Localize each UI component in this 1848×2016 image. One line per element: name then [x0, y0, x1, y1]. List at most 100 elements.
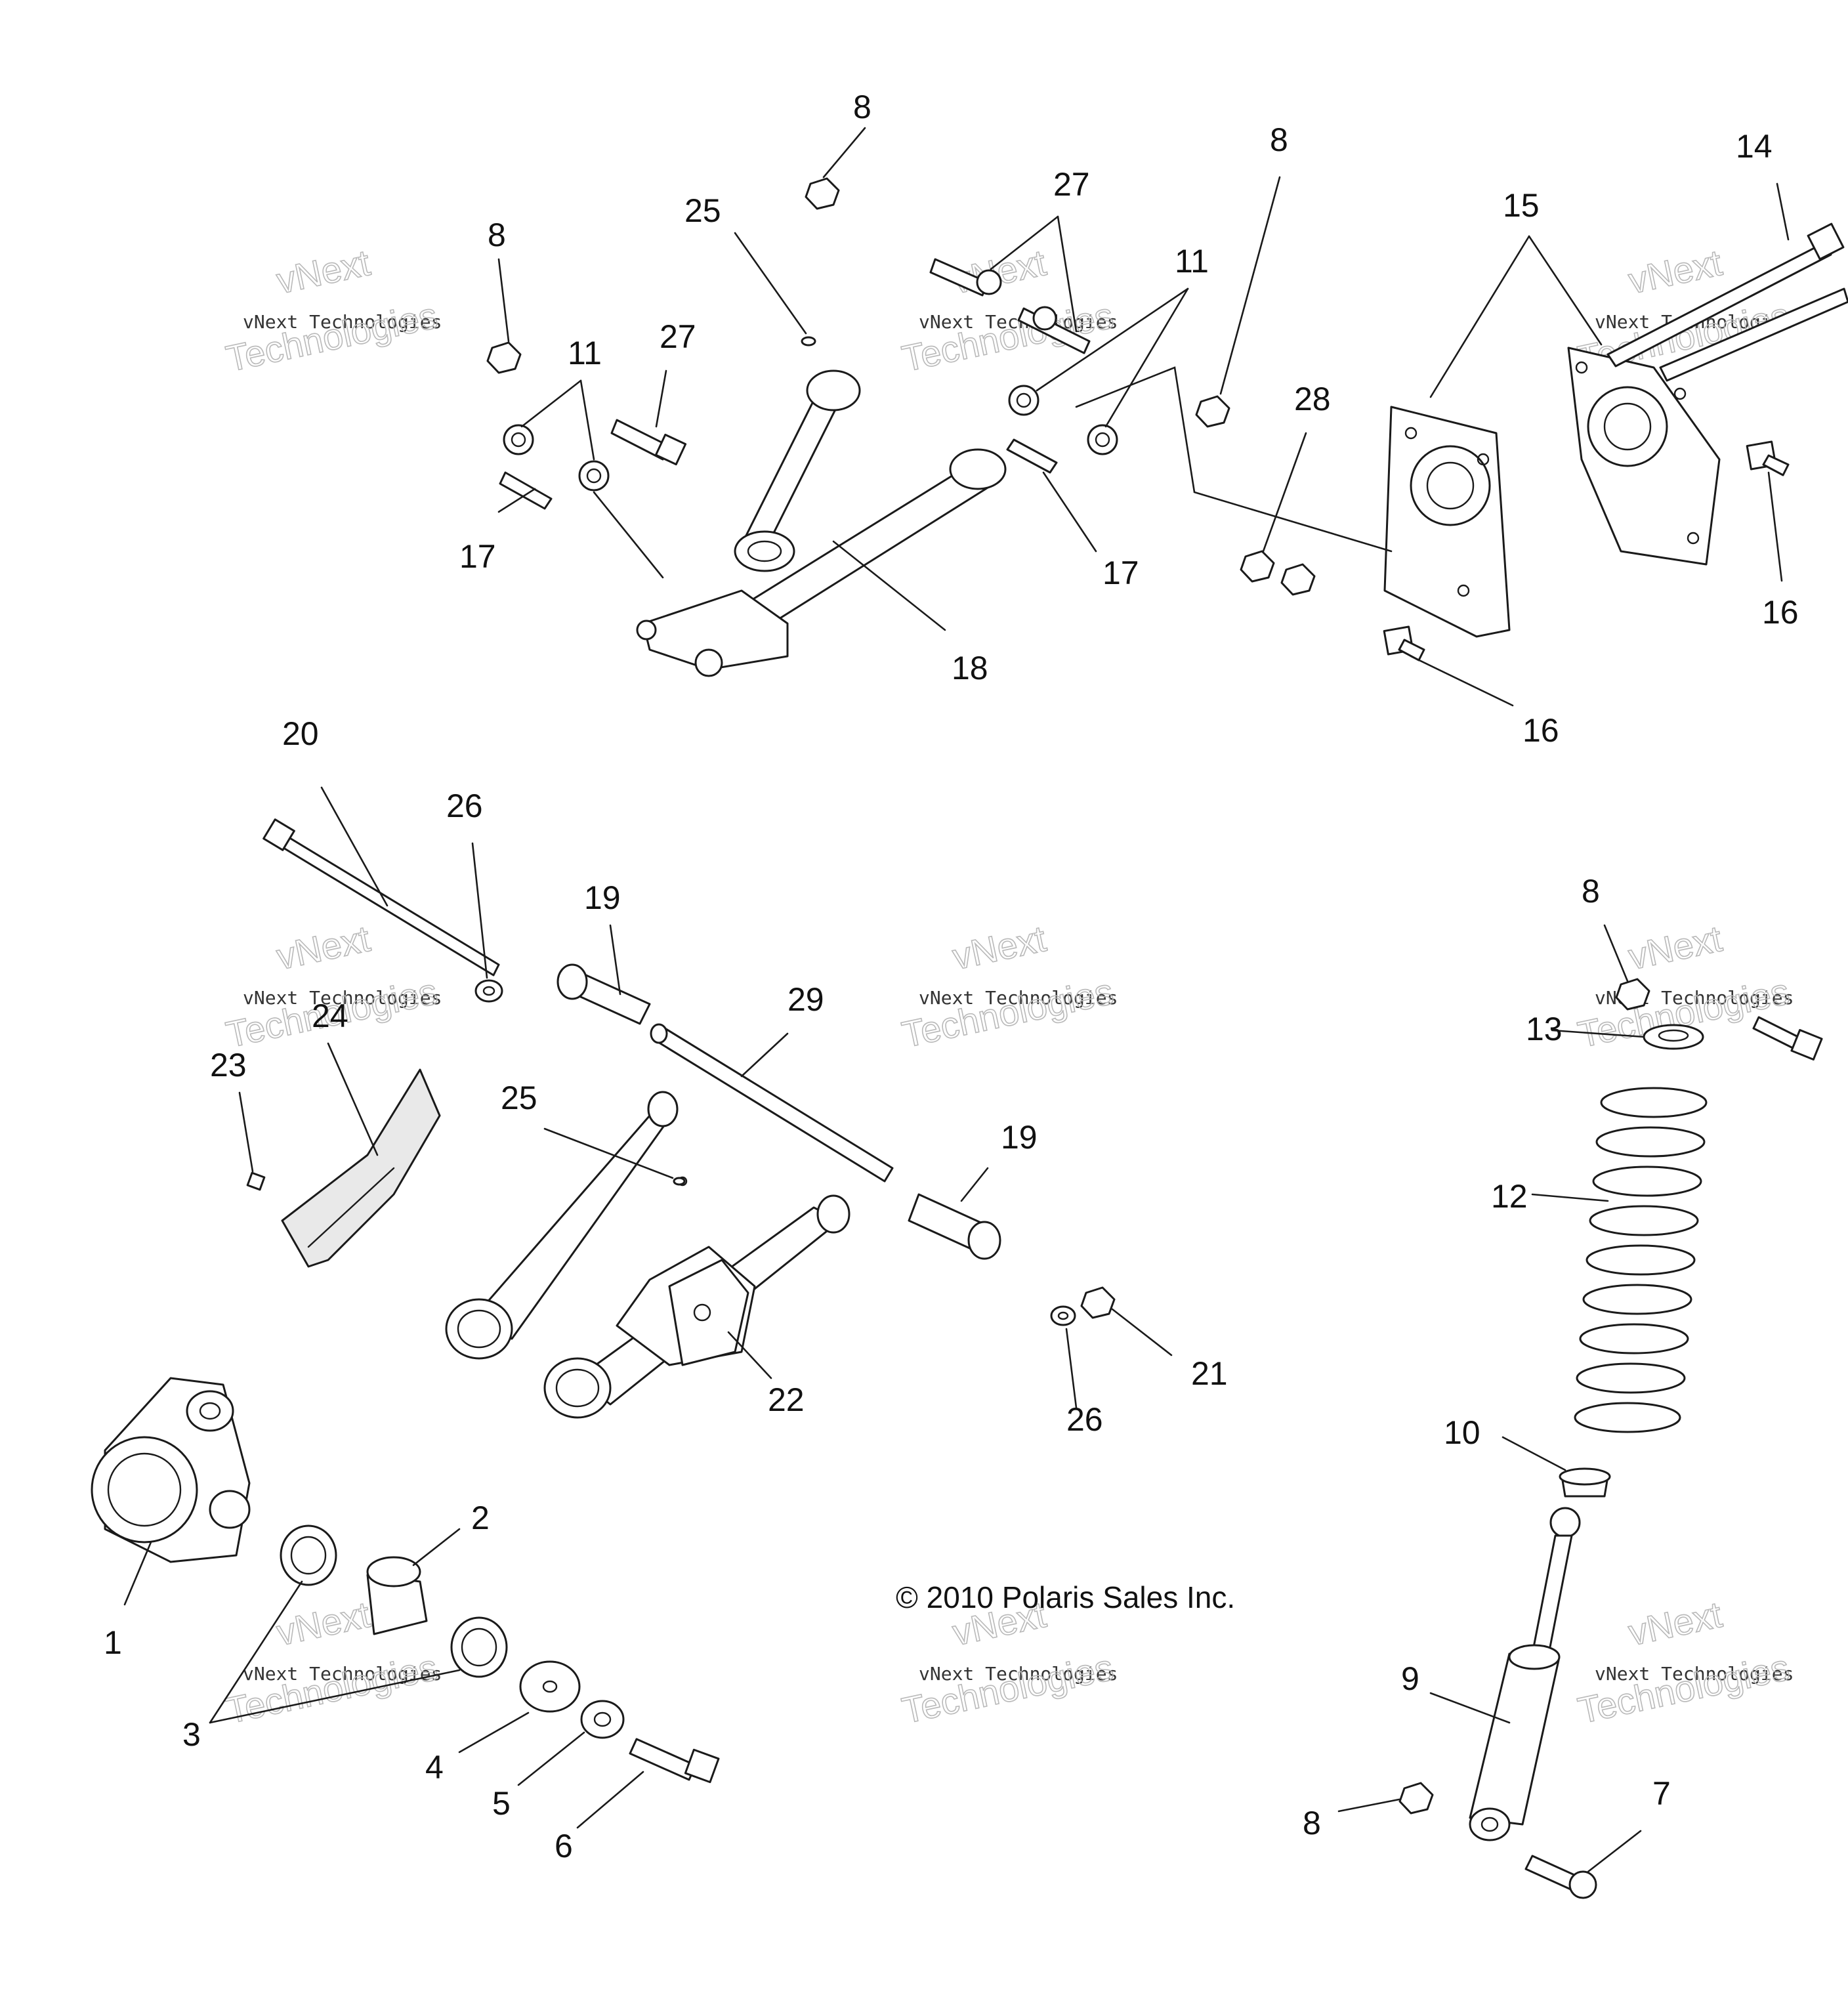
svg-text:vNext Technologies: vNext Technologies — [243, 987, 442, 1009]
part-16-bolt — [1383, 625, 1425, 662]
callout-25: 25 — [684, 192, 721, 229]
part-26-washer — [474, 979, 503, 1003]
part-27-bolt — [610, 419, 687, 466]
part-20-long-bolt — [262, 818, 500, 976]
watermark: vNext vNext Technologies Technologies — [222, 241, 442, 380]
callout-22: 22 — [768, 1381, 805, 1418]
callout-20: 20 — [282, 715, 319, 752]
callout-17: 17 — [1102, 555, 1139, 591]
callout-8: 8 — [1303, 1805, 1321, 1841]
callout-14: 14 — [1736, 128, 1773, 165]
svg-text:vNext: vNext — [1625, 242, 1726, 301]
callout-8: 8 — [488, 217, 506, 253]
upper-a-arm-group — [486, 177, 1848, 677]
callout-27: 27 — [660, 318, 696, 355]
part-19-bushing-left — [556, 963, 651, 1025]
callout-19: 19 — [1001, 1119, 1038, 1156]
callout-21: 21 — [1191, 1355, 1228, 1392]
part-8-nut — [805, 177, 840, 210]
part-7-bolt — [1524, 1855, 1597, 1899]
callout-15: 15 — [1503, 187, 1540, 224]
part-13-spring-retainer — [1643, 1024, 1704, 1050]
callout-26: 26 — [446, 788, 483, 824]
part-18-upper-a-arm — [636, 369, 1007, 677]
callout-13: 13 — [1526, 1011, 1563, 1047]
callout-5: 5 — [492, 1785, 511, 1822]
part-8-nut — [1398, 1782, 1434, 1815]
callout-1: 1 — [104, 1624, 122, 1661]
callout-11: 11 — [568, 335, 602, 371]
svg-text:vNext Technologies: vNext Technologies — [1595, 1663, 1794, 1685]
callout-29: 29 — [788, 981, 824, 1018]
callout-24: 24 — [312, 998, 348, 1034]
part-lower-a-arm — [445, 1091, 850, 1419]
part-11-bushing — [503, 424, 534, 455]
svg-text:Technologies: Technologies — [898, 1646, 1117, 1731]
part-21-nut — [1080, 1286, 1116, 1319]
part-8-nut — [1615, 978, 1650, 1011]
callout-16: 16 — [1762, 594, 1799, 631]
part-28-nut — [1280, 563, 1316, 596]
callout-23: 23 — [210, 1047, 247, 1083]
callout-7: 7 — [1652, 1775, 1671, 1812]
copyright-notice: © 2010 Polaris Sales Inc. — [896, 1580, 1235, 1614]
callout-labels: 8 8 8 8 8 25 25 27 27 11 11 15 14 28 17 … — [104, 89, 1799, 1864]
part-15-bracket-right — [1567, 346, 1721, 566]
callout-10: 10 — [1444, 1414, 1480, 1451]
svg-text:vNext: vNext — [949, 917, 1050, 977]
lower-a-arm-group — [246, 818, 1116, 1419]
svg-text:vNext Technologies: vNext Technologies — [919, 311, 1118, 333]
part-17-pin-left — [499, 471, 553, 510]
part-6-bolt — [629, 1738, 720, 1784]
svg-text:vNext: vNext — [273, 242, 374, 301]
part-15-bracket-left — [1383, 406, 1511, 638]
part-25-grease-fitting — [673, 1177, 686, 1186]
part-26-washer — [1050, 1305, 1076, 1326]
svg-text:vNext Technologies: vNext Technologies — [919, 1663, 1118, 1685]
callout-8: 8 — [1582, 873, 1600, 910]
part-19-bushing-right — [908, 1193, 1001, 1260]
svg-text:vNext Technologies: vNext Technologies — [243, 311, 442, 333]
part-shock-upper-bolt — [1752, 1016, 1823, 1061]
part-22-shock-bracket — [668, 1259, 749, 1366]
svg-text:Technologies: Technologies — [222, 1646, 441, 1731]
callout-16: 16 — [1522, 712, 1559, 749]
part-17-pin-right — [1006, 438, 1058, 474]
watermarks: vNext vNext Technologies Technologies vN… — [222, 241, 1794, 1732]
callout-3: 3 — [182, 1716, 201, 1753]
callout-17: 17 — [459, 538, 496, 575]
shock-assembly-group — [1398, 978, 1823, 1899]
part-3-bearing-left — [280, 1524, 337, 1586]
part-1-knuckle — [91, 1377, 251, 1563]
callout-25: 25 — [501, 1080, 537, 1116]
callout-18: 18 — [952, 650, 988, 686]
svg-text:Technologies: Technologies — [898, 970, 1117, 1055]
svg-text:vNext Technologies: vNext Technologies — [919, 987, 1118, 1009]
part-4-washer — [519, 1660, 581, 1713]
svg-text:vNext: vNext — [1625, 1593, 1726, 1653]
part-16-bolt — [1746, 440, 1790, 476]
svg-text:vNext: vNext — [273, 917, 374, 977]
callout-19: 19 — [584, 879, 621, 916]
part-24-guard — [281, 1068, 441, 1268]
callout-8: 8 — [853, 89, 872, 125]
callout-8: 8 — [1270, 121, 1288, 158]
part-29-pivot-shaft — [650, 1023, 894, 1183]
watermark: vNext vNext Technologies Technologies — [1574, 1593, 1794, 1732]
part-3-bearing-right — [450, 1616, 508, 1678]
part-9-shock-absorber — [1469, 1507, 1581, 1841]
callout-27: 27 — [1053, 166, 1090, 203]
svg-text:Technologies: Technologies — [222, 294, 441, 379]
part-12-coil-spring — [1574, 1087, 1708, 1433]
callout-2: 2 — [471, 1500, 490, 1536]
part-27-bolt — [1017, 306, 1091, 354]
knuckle-group — [91, 1377, 720, 1784]
part-11-bushing — [1087, 424, 1118, 455]
watermark: vNext vNext Technologies Technologies — [898, 917, 1118, 1056]
callout-28: 28 — [1294, 381, 1331, 417]
part-11-bushing — [578, 460, 610, 492]
callout-6: 6 — [555, 1828, 573, 1864]
callout-11: 11 — [1175, 243, 1209, 280]
part-23-screw — [246, 1171, 266, 1191]
svg-text:Technologies: Technologies — [898, 294, 1117, 379]
